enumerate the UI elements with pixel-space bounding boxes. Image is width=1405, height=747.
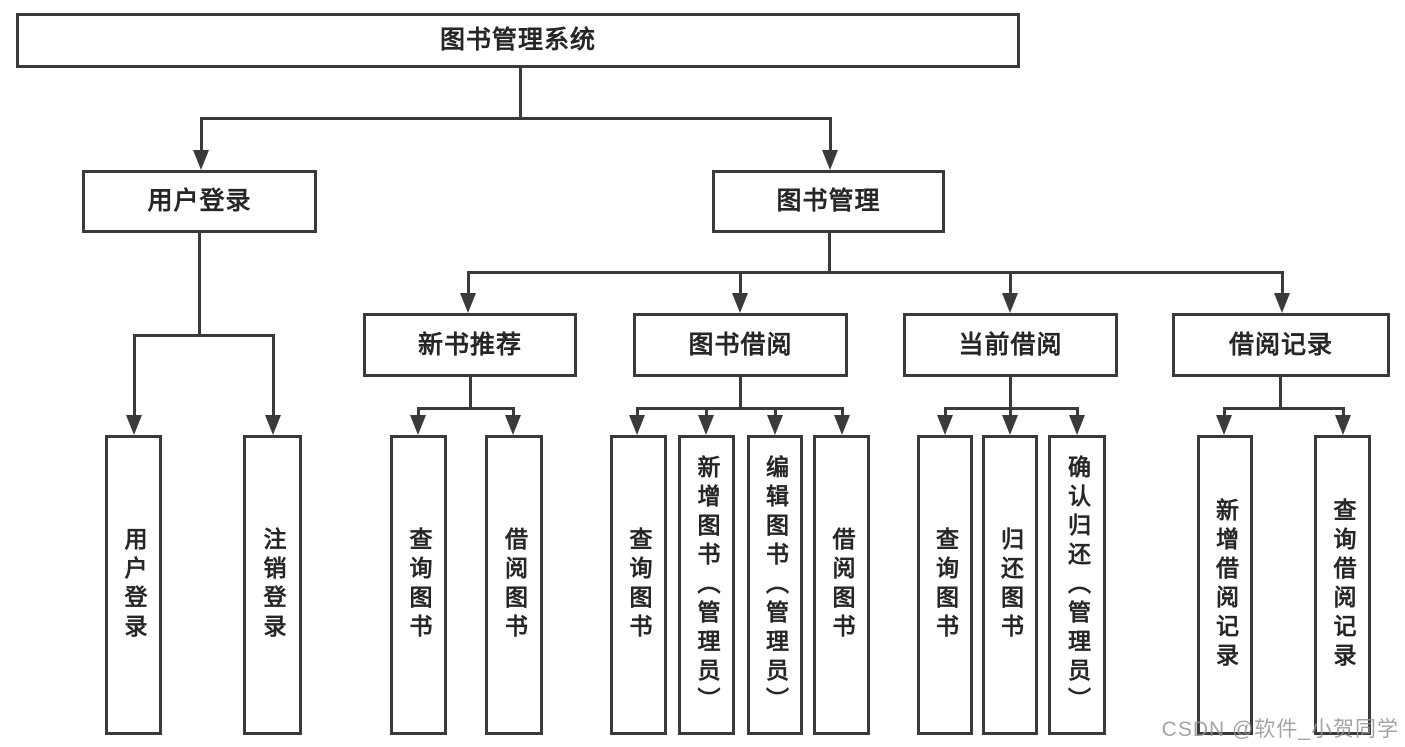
arrowhead-down-icon <box>1002 415 1018 435</box>
node-new-book-recommend: 新书推荐 <box>363 313 577 377</box>
arrowhead-down-icon <box>460 293 476 313</box>
connector-segment <box>1280 270 1284 303</box>
node-leaf-query-books-1: 查询图书 <box>390 435 447 735</box>
arrowhead-down-icon <box>1069 415 1085 435</box>
node-leaf-confirm-return: 确认归还（管理员） <box>1048 435 1106 735</box>
connector-segment <box>1008 375 1012 410</box>
connector-segment <box>197 231 201 337</box>
connector-segment <box>132 333 275 337</box>
node-root: 图书管理系统 <box>16 13 1020 68</box>
node-user-login: 用户登录 <box>82 170 317 233</box>
node-leaf-query-books-2: 查询图书 <box>610 435 667 735</box>
connector-segment <box>468 375 472 410</box>
connector-segment <box>738 375 742 410</box>
connector-segment <box>1278 375 1282 410</box>
node-leaf-logout: 注销登录 <box>243 435 302 735</box>
connector-segment <box>827 231 831 274</box>
connector-segment <box>271 333 275 425</box>
arrowhead-down-icon <box>732 293 748 313</box>
arrowhead-down-icon <box>1002 293 1018 313</box>
node-leaf-add-borrow-record: 新增借阅记录 <box>1197 435 1253 735</box>
node-book-management: 图书管理 <box>712 170 945 233</box>
connector-segment <box>416 406 515 410</box>
node-leaf-add-books: 新增图书（管理员） <box>678 435 735 735</box>
arrowhead-down-icon <box>698 415 714 435</box>
connector-segment <box>132 333 136 425</box>
node-leaf-edit-books: 编辑图书（管理员） <box>747 435 803 735</box>
connector-segment <box>199 116 203 160</box>
node-leaf-user-login: 用户登录 <box>105 435 162 735</box>
connector-segment <box>738 270 742 303</box>
node-leaf-return-books: 归还图书 <box>982 435 1038 735</box>
arrowhead-down-icon <box>834 415 850 435</box>
node-leaf-query-borrow-record: 查询借阅记录 <box>1314 435 1371 735</box>
node-leaf-borrow-books-1: 借阅图书 <box>485 435 543 735</box>
arrowhead-down-icon <box>1216 415 1232 435</box>
arrowhead-down-icon <box>265 415 281 435</box>
connector-segment <box>518 66 522 120</box>
arrowhead-down-icon <box>767 415 783 435</box>
arrowhead-down-icon <box>1274 293 1290 313</box>
connector-segment <box>466 270 1284 274</box>
arrowhead-down-icon <box>505 415 521 435</box>
node-borrowing-records: 借阅记录 <box>1172 313 1390 377</box>
connector-segment <box>1222 406 1345 410</box>
node-leaf-borrow-books-2: 借阅图书 <box>813 435 870 735</box>
node-leaf-query-books-3: 查询图书 <box>917 435 973 735</box>
arrowhead-down-icon <box>126 415 142 435</box>
arrowhead-down-icon <box>629 415 645 435</box>
arrowhead-down-icon <box>822 150 838 170</box>
node-book-borrowing: 图书借阅 <box>633 313 848 377</box>
arrowhead-down-icon <box>193 150 209 170</box>
connector-segment <box>828 116 832 160</box>
connector-segment <box>199 116 832 120</box>
node-current-borrowing: 当前借阅 <box>903 313 1118 377</box>
arrowhead-down-icon <box>1335 415 1351 435</box>
arrowhead-down-icon <box>937 415 953 435</box>
arrowhead-down-icon <box>410 415 426 435</box>
connector-segment <box>466 270 470 303</box>
connector-segment <box>1008 270 1012 303</box>
connector-segment <box>635 406 844 410</box>
